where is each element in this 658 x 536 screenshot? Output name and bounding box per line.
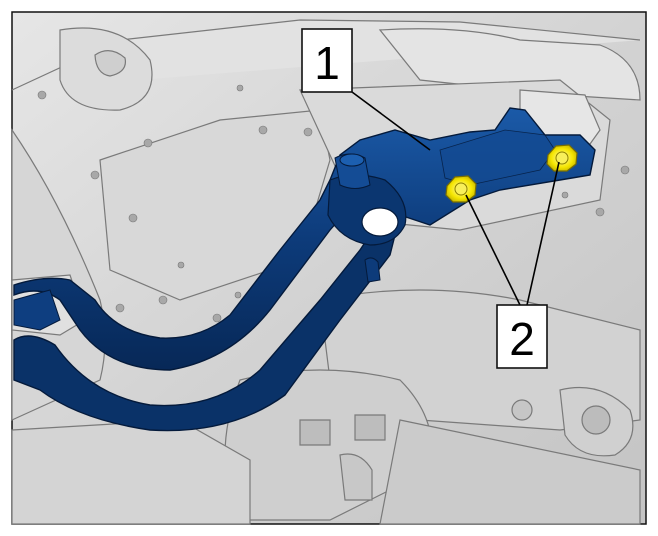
callout-1-label: 1 (314, 37, 340, 89)
nut-icon (445, 175, 477, 203)
bracket-part-1 (13, 107, 596, 432)
leader-lines (351, 91, 560, 306)
callout-2: 2 (496, 304, 548, 369)
nut-icon (546, 144, 578, 172)
panel-holes (37, 84, 630, 323)
callout-1: 1 (301, 28, 353, 93)
callout-2-label: 2 (509, 313, 535, 365)
